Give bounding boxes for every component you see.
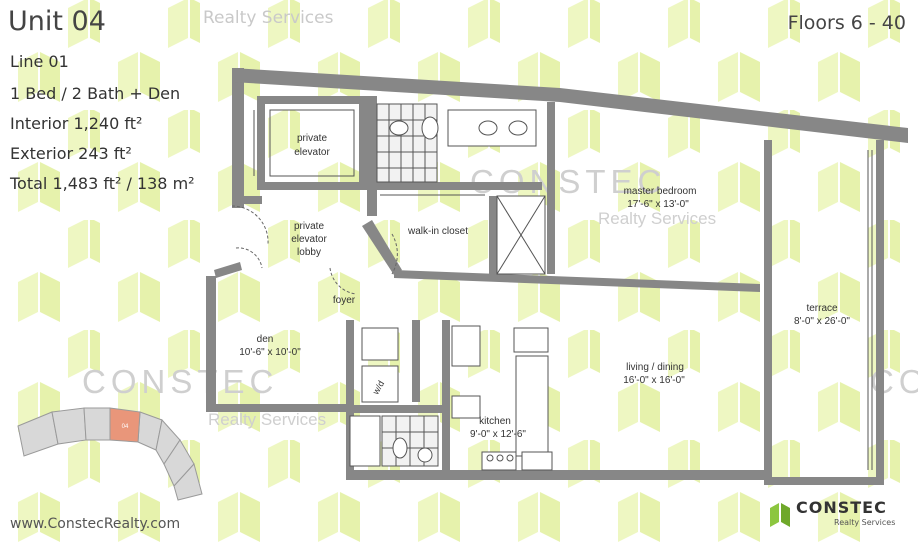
- label-terrace-size: 8'-0" x 26'-0": [794, 316, 850, 327]
- label-den-size: 10'-6" x 10'-0": [239, 347, 301, 358]
- label-lobby-3: lobby: [297, 247, 321, 258]
- label-walk-in-closet: walk-in closet: [407, 226, 468, 237]
- spec-exterior: Exterior 243 ft²: [10, 144, 132, 163]
- label-den: den: [257, 334, 274, 345]
- label-kitchen-size: 9'-0" x 12'-6": [470, 429, 526, 440]
- watermark-sub-2: Realty Services: [208, 410, 326, 429]
- room-labels: private elevator private elevator lobby …: [239, 133, 850, 440]
- watermark-sub-1: Realty Services: [598, 209, 716, 228]
- label-foyer: foyer: [333, 295, 356, 306]
- spec-interior: Interior 1,240 ft²: [10, 114, 143, 133]
- label-lobby-1: private: [294, 221, 324, 232]
- label-terrace: terrace: [806, 303, 838, 314]
- label-private-elevator-1: private: [297, 133, 327, 144]
- label-lobby-2: elevator: [291, 234, 327, 245]
- keyplan-highlight-label: 04: [122, 424, 129, 430]
- label-master-bedroom: master bedroom: [624, 186, 697, 197]
- logo-name: CONSTEC: [796, 498, 887, 517]
- unit-title: Unit 04: [8, 6, 106, 37]
- keyplan-highlight: [109, 407, 141, 443]
- constec-logo-icon: [770, 503, 790, 527]
- building-keyplan: 04: [17, 407, 203, 501]
- door-swings: [231, 205, 398, 295]
- watermark-sub-top: Realty Services: [203, 8, 334, 28]
- label-living-dining-size: 16'-0" x 16'-0": [623, 375, 685, 386]
- walls: [206, 68, 908, 485]
- constec-logo: CONSTEC Realty Services: [768, 496, 908, 536]
- watermark-name-2: CONSTEC: [82, 363, 278, 400]
- spec-line: Line 01: [10, 52, 69, 71]
- label-master-bedroom-size: 17'-6" x 13'-0": [627, 199, 689, 210]
- logo-subtitle: Realty Services: [834, 518, 896, 527]
- label-kitchen: kitchen: [479, 416, 511, 427]
- spec-layout: 1 Bed / 2 Bath + Den: [10, 84, 181, 103]
- website-link[interactable]: www.ConstecRealty.com: [10, 516, 181, 532]
- fixtures: [253, 103, 873, 471]
- spec-total: Total 1,483 ft² / 138 m²: [10, 174, 195, 193]
- label-living-dining: living / dining: [626, 362, 684, 373]
- label-private-elevator-2: elevator: [294, 147, 330, 158]
- floors-range: Floors 6 - 40: [787, 12, 906, 34]
- watermark-name-1: CONSTEC: [470, 163, 666, 200]
